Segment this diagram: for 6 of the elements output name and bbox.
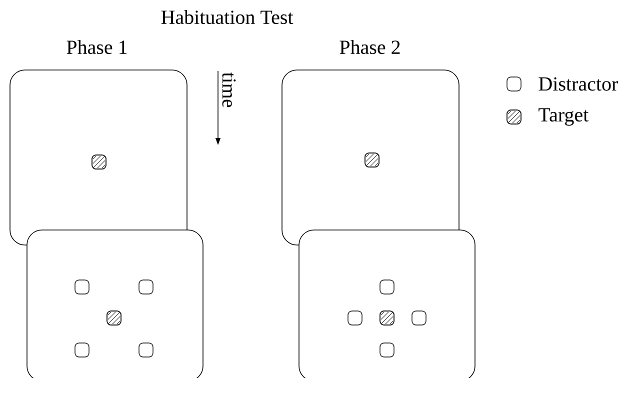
axis-label: time: [222, 72, 236, 108]
phase-label: Phase 1: [66, 40, 127, 54]
title: Habituation Test: [161, 10, 294, 24]
legend-label: Target: [538, 108, 589, 126]
legend-label: Distractor: [538, 77, 618, 91]
phase-label: Phase 2: [340, 40, 400, 54]
